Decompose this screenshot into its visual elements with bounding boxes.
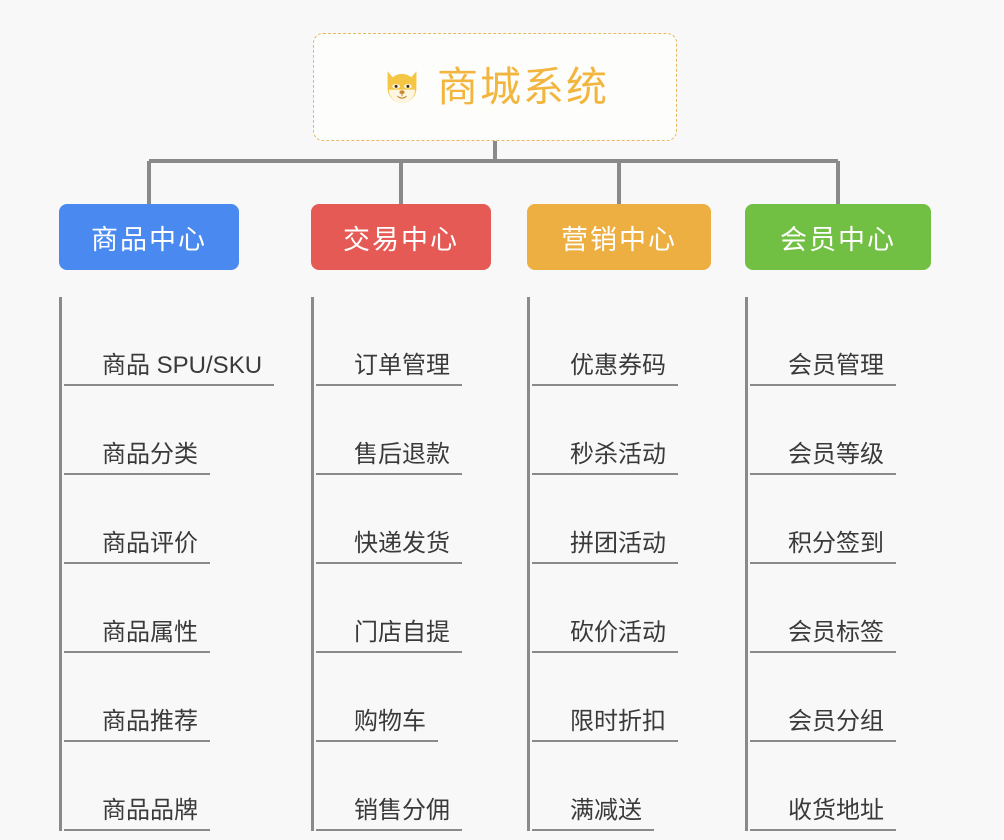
leaf-item-label: 商品属性 — [64, 621, 210, 653]
leaf-item-label: 积分签到 — [750, 532, 896, 564]
leaf-item-label: 商品推荐 — [64, 710, 210, 742]
leaf-item-label: 满减送 — [532, 799, 654, 831]
shiba-dog-face-icon — [381, 66, 423, 108]
leaf-item[interactable]: 订单管理 — [316, 297, 491, 386]
branch-header-1[interactable]: 商品中心 — [59, 204, 239, 270]
leaf-item[interactable]: 会员标签 — [750, 564, 931, 653]
leaf-item-label: 售后退款 — [316, 443, 462, 475]
leaf-item[interactable]: 售后退款 — [316, 386, 491, 475]
leaf-item[interactable]: 商品评价 — [64, 475, 274, 564]
leaf-item-label: 商品 SPU/SKU — [64, 354, 275, 386]
leaf-item-label: 商品评价 — [64, 532, 210, 564]
leaf-item[interactable]: 积分签到 — [750, 475, 931, 564]
leaf-item-label: 秒杀活动 — [532, 443, 678, 475]
leaf-item[interactable]: 商品品牌 — [64, 742, 274, 831]
leaf-item[interactable]: 快递发货 — [316, 475, 491, 564]
leaf-item[interactable]: 会员分组 — [750, 653, 931, 742]
leaf-item-label: 会员管理 — [750, 354, 896, 386]
leaf-list-4: 会员管理 会员等级 积分签到 会员标签 会员分组 收货地址 — [745, 297, 931, 831]
branch-column-4: 会员中心 会员管理 会员等级 积分签到 会员标签 会员分组 收货地址 — [745, 204, 931, 831]
leaf-item[interactable]: 商品推荐 — [64, 653, 274, 742]
branch-header-label: 营销中心 — [561, 224, 677, 255]
leaf-item-label: 商品分类 — [64, 443, 210, 475]
leaf-item[interactable]: 砍价活动 — [532, 564, 711, 653]
leaf-item-label: 优惠券码 — [532, 354, 678, 386]
leaf-list-3: 优惠券码 秒杀活动 拼团活动 砍价活动 限时折扣 满减送 — [527, 297, 711, 831]
leaf-item-label: 商品品牌 — [64, 799, 210, 831]
branch-header-3[interactable]: 营销中心 — [527, 204, 711, 270]
leaf-item-label: 会员标签 — [750, 621, 896, 653]
leaf-item[interactable]: 收货地址 — [750, 742, 931, 831]
leaf-item[interactable]: 秒杀活动 — [532, 386, 711, 475]
leaf-item[interactable]: 会员管理 — [750, 297, 931, 386]
leaf-item[interactable]: 会员等级 — [750, 386, 931, 475]
leaf-item-label: 销售分佣 — [316, 799, 462, 831]
leaf-item[interactable]: 优惠券码 — [532, 297, 711, 386]
branch-header-4[interactable]: 会员中心 — [745, 204, 931, 270]
branch-header-label: 交易中心 — [343, 224, 459, 255]
branch-column-1: 商品中心 商品 SPU/SKU 商品分类 商品评价 商品属性 商品推荐 商品品牌 — [59, 204, 275, 831]
root-node[interactable]: 商城系统 — [313, 33, 677, 141]
leaf-item-label: 门店自提 — [316, 621, 462, 653]
branch-column-3: 营销中心 优惠券码 秒杀活动 拼团活动 砍价活动 限时折扣 满减送 — [527, 204, 711, 831]
leaf-item-label: 购物车 — [316, 710, 438, 742]
branch-header-2[interactable]: 交易中心 — [311, 204, 491, 270]
leaf-list-2: 订单管理 售后退款 快递发货 门店自提 购物车 销售分佣 — [311, 297, 491, 831]
leaf-item[interactable]: 门店自提 — [316, 564, 491, 653]
leaf-list-1: 商品 SPU/SKU 商品分类 商品评价 商品属性 商品推荐 商品品牌 — [59, 297, 275, 831]
branch-header-label: 会员中心 — [780, 224, 896, 255]
leaf-item-label: 拼团活动 — [532, 532, 678, 564]
branch-column-2: 交易中心 订单管理 售后退款 快递发货 门店自提 购物车 销售分佣 — [311, 204, 491, 831]
leaf-item-label: 会员分组 — [750, 710, 896, 742]
leaf-item[interactable]: 拼团活动 — [532, 475, 711, 564]
branch-header-label: 商品中心 — [91, 224, 207, 255]
leaf-item[interactable]: 商品分类 — [64, 386, 274, 475]
leaf-item[interactable]: 满减送 — [532, 742, 711, 831]
leaf-item[interactable]: 销售分佣 — [316, 742, 491, 831]
leaf-item-label: 订单管理 — [316, 354, 462, 386]
leaf-item[interactable]: 商品 SPU/SKU — [64, 297, 275, 386]
leaf-item-label: 砍价活动 — [532, 621, 678, 653]
leaf-item[interactable]: 商品属性 — [64, 564, 274, 653]
root-title: 商城系统 — [437, 63, 609, 110]
leaf-item-label: 快递发货 — [316, 532, 462, 564]
leaf-item[interactable]: 限时折扣 — [532, 653, 711, 742]
leaf-item-label: 收货地址 — [750, 799, 896, 831]
leaf-item[interactable]: 购物车 — [316, 653, 491, 742]
leaf-item-label: 会员等级 — [750, 443, 896, 475]
leaf-item-label: 限时折扣 — [532, 710, 678, 742]
